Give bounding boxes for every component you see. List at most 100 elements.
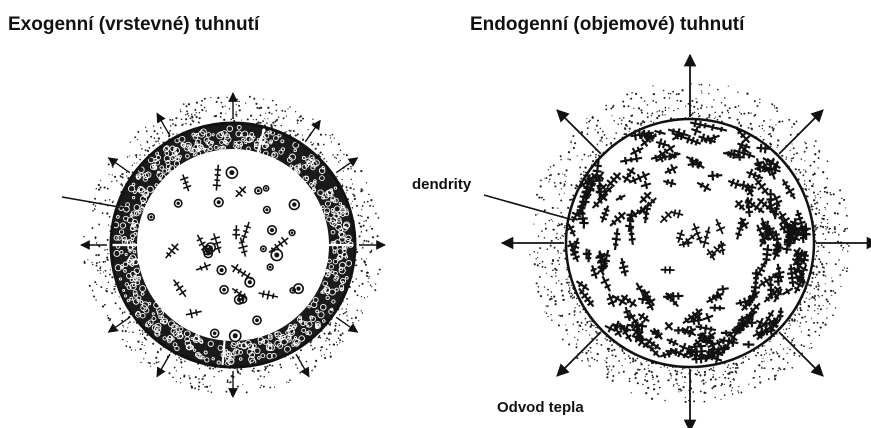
- stipple-dot: [238, 101, 240, 103]
- stipple-dot: [92, 264, 93, 265]
- stipple-dot: [693, 106, 695, 108]
- stipple-dot: [701, 90, 702, 91]
- stipple-dot: [815, 228, 817, 230]
- stipple-dot: [568, 284, 570, 286]
- stipple-dot: [91, 262, 92, 263]
- stipple-dot: [370, 284, 372, 286]
- stipple-dot: [354, 195, 356, 197]
- stipple-dot: [704, 371, 706, 373]
- stipple-dot: [554, 303, 556, 305]
- stipple-dot: [556, 282, 558, 284]
- stipple-dot: [596, 343, 598, 345]
- stipple-dot: [343, 154, 344, 155]
- stipple-dot: [791, 319, 793, 321]
- stipple-dot: [267, 107, 269, 109]
- stipple-dot: [137, 340, 139, 342]
- stipple-dot: [83, 262, 85, 264]
- stipple-dot: [360, 215, 361, 216]
- stipple-dot: [333, 344, 334, 345]
- stipple-dot: [596, 340, 597, 341]
- stipple-dot: [379, 269, 381, 271]
- stipple-dot: [737, 367, 739, 369]
- stipple-dot: [256, 119, 258, 121]
- stipple-dot: [617, 124, 619, 126]
- stipple-dot: [622, 101, 624, 103]
- stipple-dot: [180, 109, 181, 110]
- stipple-dot: [675, 379, 677, 381]
- stipple-dot: [814, 295, 816, 297]
- stipple-dot: [272, 121, 274, 123]
- stipple-dot: [558, 252, 559, 253]
- stipple-dot: [796, 152, 798, 154]
- stipple-dot: [811, 208, 813, 210]
- stipple-dot: [172, 123, 174, 125]
- stipple-dot: [803, 169, 804, 170]
- stipple-dot: [547, 289, 549, 291]
- stipple-dot: [104, 249, 106, 251]
- stipple-dot: [300, 120, 302, 122]
- stipple-dot: [591, 324, 593, 326]
- stipple-dot: [338, 161, 340, 163]
- stipple-dot: [815, 286, 817, 288]
- stipple-dot: [100, 180, 101, 181]
- stipple-dot: [247, 118, 249, 120]
- stipple-dot: [120, 176, 122, 178]
- stipple-dot: [566, 169, 568, 171]
- stipple-dot: [647, 104, 649, 106]
- stipple-dot: [724, 384, 725, 385]
- stipple-dot: [361, 310, 362, 311]
- stipple-dot: [264, 369, 266, 371]
- stipple-dot: [340, 160, 341, 161]
- stipple-dot: [99, 246, 100, 247]
- stipple-dot: [711, 387, 713, 389]
- stipple-dot: [289, 106, 290, 107]
- stipple-dot: [350, 166, 352, 168]
- stipple-dot: [654, 384, 655, 385]
- stipple-dot: [640, 362, 641, 363]
- stipple-dot: [709, 85, 710, 86]
- stipple-dot: [742, 357, 744, 359]
- stipple-dot: [552, 269, 554, 271]
- stipple-dot: [558, 173, 560, 175]
- stipple-dot: [578, 331, 580, 333]
- stipple-dot: [817, 313, 818, 314]
- stipple-dot: [100, 273, 101, 274]
- stipple-dot: [642, 120, 644, 122]
- stipple-dot: [597, 120, 599, 122]
- stipple-dot: [798, 169, 800, 171]
- stipple-dot: [813, 199, 815, 201]
- stipple-dot: [732, 393, 734, 395]
- stipple-dot: [698, 84, 699, 85]
- stipple-dot: [812, 296, 814, 298]
- stipple-dot: [827, 300, 829, 302]
- stipple-dot: [652, 379, 653, 380]
- stipple-dot: [538, 286, 540, 288]
- stipple-dot: [337, 154, 339, 156]
- stipple-dot: [272, 100, 274, 102]
- stipple-dot: [350, 168, 351, 169]
- stipple-dot: [629, 128, 631, 130]
- stipple-dot: [676, 383, 678, 385]
- stipple-dot: [784, 332, 786, 334]
- stipple-dot: [310, 345, 312, 347]
- stipple-dot: [588, 121, 590, 123]
- stipple-dot: [730, 381, 731, 382]
- stipple-dot: [555, 275, 556, 276]
- stipple-dot: [808, 189, 809, 190]
- stipple-dot: [283, 117, 285, 119]
- stipple-dot: [623, 133, 625, 135]
- stipple-dot: [372, 206, 374, 208]
- stipple-dot: [806, 185, 807, 186]
- stipple-dot: [129, 155, 130, 156]
- stipple-dot: [789, 328, 790, 329]
- stipple-dot: [152, 145, 154, 147]
- stipple-dot: [670, 93, 672, 95]
- stipple-dot: [799, 307, 801, 309]
- stipple-dot: [769, 341, 771, 343]
- stipple-dot: [818, 212, 820, 214]
- stipple-dot: [592, 151, 594, 153]
- stipple-dot: [676, 373, 678, 375]
- stipple-dot: [180, 111, 182, 113]
- stipple-dot: [697, 108, 699, 110]
- stipple-dot: [203, 376, 204, 377]
